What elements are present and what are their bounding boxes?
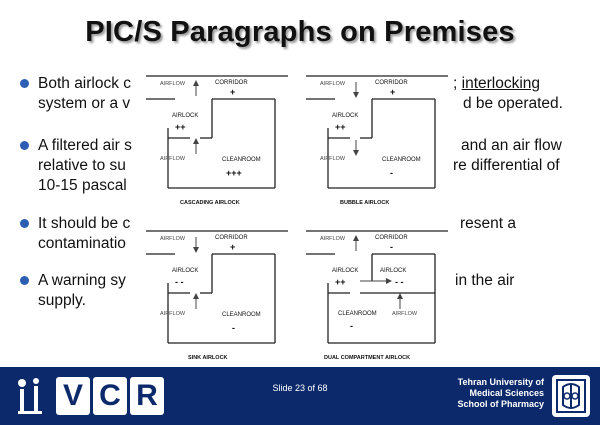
airflow-label: AIRFLOW [160,236,186,242]
university-line-1: Tehran University of [457,377,544,387]
corridor-label: CORRIDOR [375,235,408,241]
cleanroom-pressure: - [232,323,235,333]
airflow-label: AIRFLOW [320,156,346,162]
bullet-3-line1-left: It should be c [38,215,131,232]
airlock-1-pressure: ++ [335,277,346,287]
bullet-1-line1-left: Both airlock c [38,75,132,92]
cleanroom-pressure: +++ [226,168,242,178]
airlock-2-label: AIRLOCK [380,268,406,274]
corridor-pressure: + [390,87,395,97]
bullet-2-line1-left: A filtered air s [38,137,132,154]
slide-title: PIC/S Paragraphs on Premises [85,16,515,48]
university-name: Tehran University of Medical Sciences Sc… [394,377,544,410]
interlocking-link[interactable]: interlocking [461,75,541,92]
flask-icon [18,378,42,414]
bullet-dot [20,141,29,150]
diagram-caption: SINK AIRLOCK [188,355,228,361]
airlock-diagrams-image: AIRFLOW CORRIDOR + AIRLOCK ++ AIRFLOW CL… [140,68,450,368]
corridor-pressure: - [390,242,393,252]
bullet-4-line1-left: A warning sy [38,272,126,289]
cleanroom-label: CLEANROOM [222,157,261,163]
corridor-pressure: + [230,242,235,252]
airflow-label: AIRFLOW [320,81,346,87]
diagram-caption: CASCADING AIRLOCK [180,200,240,206]
university-emblem-icon [552,375,590,417]
slide-footer: V C R Slide 23 of 68 Tehran University o… [0,367,600,425]
cascading-airlock-diagram: AIRFLOW CORRIDOR + AIRLOCK ++ AIRFLOW CL… [140,68,290,213]
bullet-2-line3-left: 10-15 pascal [38,177,127,194]
airlock-pressure: ++ [175,122,186,132]
bullet-3-line2-left: contaminatio [38,235,126,252]
bullet-3-line1-right: resent a [460,215,517,232]
corridor-label: CORRIDOR [215,80,248,86]
bullet-1-line2-right: d be operated. [463,95,563,112]
logo-letter-c: C [93,377,127,415]
cleanroom-label: CLEANROOM [222,312,261,318]
university-line-2: Medical Sciences [469,388,544,398]
bullet-dot [20,79,29,88]
airlock-label: AIRLOCK [172,113,198,119]
airflow-label: AIRFLOW [160,81,186,87]
bullet-1-line1-pre: ; [453,75,462,92]
airflow-label: AIRFLOW [160,156,186,162]
bullet-1-line2-left: system or a v [38,95,131,112]
airlock-label: AIRLOCK [332,113,358,119]
university-line-3: School of Pharmacy [457,399,544,409]
cleanroom-pressure: - [390,168,393,178]
airflow-label: AIRFLOW [392,311,418,317]
sink-airlock-diagram: AIRFLOW CORRIDOR + AIRLOCK - - AIRFLOW C… [140,223,290,368]
corridor-label: CORRIDOR [215,235,248,241]
bullet-2-line2-left: relative to su [38,157,126,174]
dual-compartment-airlock-diagram: AIRFLOW CORRIDOR - AIRLOCK ++ AIRLOCK - … [300,223,450,368]
airlock-pressure: ++ [335,122,346,132]
airlock-1-label: AIRLOCK [332,268,358,274]
bullet-2-line2-right: re differential of [453,157,560,174]
cleanroom-pressure: - [350,321,353,331]
bubble-airlock-diagram: AIRFLOW CORRIDOR + AIRLOCK ++ AIRFLOW CL… [300,68,450,213]
cleanroom-label: CLEANROOM [338,311,377,317]
diagram-caption: DUAL COMPARTMENT AIRLOCK [324,355,410,361]
airflow-label: AIRFLOW [320,236,346,242]
airlock-label: AIRLOCK [172,268,198,274]
airlock-2-pressure: - - [395,277,404,287]
bullet-dot [20,276,29,285]
logo-letter-v: V [56,377,90,415]
bullet-dot [20,219,29,228]
bullet-4-line1-right: in the air [455,272,515,289]
corridor-label: CORRIDOR [375,80,408,86]
logo-letter-r: R [130,377,164,415]
bullet-4-line2-left: supply. [38,292,86,309]
diagram-caption: BUBBLE AIRLOCK [340,200,389,206]
airflow-label: AIRFLOW [160,311,186,317]
slide-number: Slide 23 of 68 [272,383,328,393]
corridor-pressure: + [230,87,235,97]
bullet-2-line1-right: and an air flow [461,137,562,154]
cleanroom-label: CLEANROOM [382,157,421,163]
airlock-pressure: - - [175,277,184,287]
